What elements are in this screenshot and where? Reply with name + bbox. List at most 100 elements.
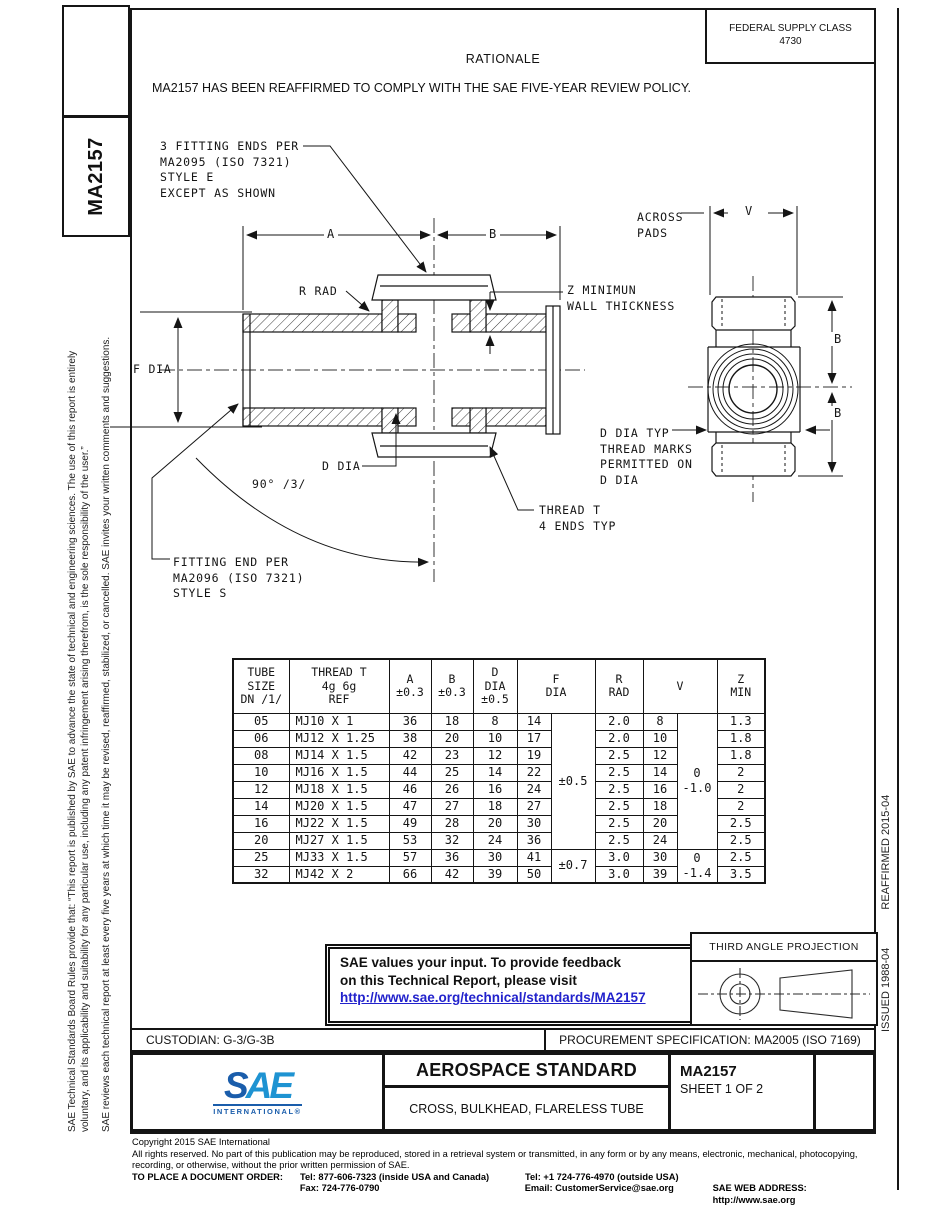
table-cell: 42	[430, 865, 474, 884]
table-cell: 19	[516, 746, 552, 765]
table-header: Z MIN	[716, 658, 766, 714]
table-cell: 0 -1.4	[676, 848, 718, 884]
table-cell: 12	[232, 780, 290, 799]
table-cell: 14	[232, 797, 290, 816]
issued-reaffirmed: ISSUED 1988-04REAFFIRMED 2015-04	[880, 692, 892, 1032]
sidebar-notice-1: SAE Technical Standards Board Rules prov…	[67, 350, 91, 1132]
label-angle-90: 90° /3/	[252, 477, 307, 491]
table-cell: 66	[388, 865, 432, 884]
rationale-title: RATIONALE	[465, 52, 541, 66]
table-cell: 0 -1.0	[676, 712, 718, 850]
table-cell: 05	[232, 712, 290, 731]
table-cell: 24	[516, 780, 552, 799]
table-cell: MJ42 X 2	[288, 865, 390, 884]
doc-number: MA2157	[680, 1063, 737, 1080]
feedback-line-2: on this Technical Report, please visit	[340, 972, 577, 988]
web-address: SAE WEB ADDRESS: http://www.sae.org	[712, 1183, 807, 1205]
note-fitting-end-s: FITTING END PER MA2096 (ISO 7321) STYLE …	[173, 555, 305, 600]
table-cell: MJ18 X 1.5	[288, 780, 390, 799]
copyright-block: Copyright 2015 SAE International All rig…	[132, 1137, 892, 1207]
table-cell: 2.5	[716, 831, 766, 850]
table-cell: 2.5	[716, 814, 766, 833]
copyright-line-1: Copyright 2015 SAE International	[132, 1137, 270, 1147]
table-cell: 30	[516, 814, 552, 833]
label-across-pads: ACROSS PADS	[637, 210, 684, 240]
table-header: THREAD T 4g 6g REF	[288, 658, 390, 714]
custodian-row: CUSTODIAN: G-3/G-3B PROCUREMENT SPECIFIC…	[130, 1028, 876, 1052]
table-cell: 10	[472, 729, 518, 748]
table-cell: 06	[232, 729, 290, 748]
sheet-number: SHEET 1 OF 2	[680, 1082, 764, 1096]
table-cell: 2.5	[594, 763, 644, 782]
table-cell: 22	[516, 763, 552, 782]
rationale-text: MA2157 HAS BEEN REAFFIRMED TO COMPLY WIT…	[152, 81, 692, 95]
feedback-link[interactable]: http://www.sae.org/technical/standards/M…	[340, 990, 646, 1005]
table-cell: 12	[472, 746, 518, 765]
table-cell: 28	[430, 814, 474, 833]
custodian: CUSTODIAN: G-3/G-3B	[132, 1030, 546, 1050]
table-cell: 2	[716, 797, 766, 816]
table-cell: MJ20 X 1.5	[288, 797, 390, 816]
table-cell: MJ27 X 1.5	[288, 831, 390, 850]
table-cell: 2.5	[716, 848, 766, 867]
table-cell: 47	[388, 797, 432, 816]
table-header: F DIA	[516, 658, 596, 714]
title-block: SAE INTERNATIONAL® AEROSPACE STANDARD CR…	[130, 1052, 876, 1132]
label-f-dia: F DIA	[133, 362, 172, 376]
table-cell: 25	[232, 848, 290, 867]
table-cell: 17	[516, 729, 552, 748]
label-thread-t: THREAD T 4 ENDS TYP	[539, 503, 617, 533]
document-title: CROSS, BULKHEAD, FLARELESS TUBE	[409, 1101, 644, 1116]
table-cell: 16	[642, 780, 678, 799]
table-header: TUBE SIZE DN /1/	[232, 658, 290, 714]
table-header: R RAD	[594, 658, 644, 714]
tel-outside: Tel: +1 724-776-4970 (outside USA)	[525, 1171, 679, 1182]
table-cell: 23	[430, 746, 474, 765]
table-cell: 20	[472, 814, 518, 833]
copyright-line-2: All rights reserved. No part of this pub…	[132, 1148, 858, 1159]
table-cell: 30	[642, 848, 678, 867]
table-cell: 18	[430, 712, 474, 731]
federal-supply-class-code: 4730	[779, 36, 802, 47]
table-cell: 14	[472, 763, 518, 782]
procurement-specification: PROCUREMENT SPECIFICATION: MA2005 (ISO 7…	[559, 1033, 861, 1047]
table-cell: 27	[516, 797, 552, 816]
table-cell: 50	[516, 865, 552, 884]
table-cell: MJ12 X 1.25	[288, 729, 390, 748]
reaffirmed-date: REAFFIRMED 2015-04	[880, 794, 892, 910]
table-cell: 12	[642, 746, 678, 765]
table-cell: 26	[430, 780, 474, 799]
table-cell: 2	[716, 780, 766, 799]
table-cell: 10	[642, 729, 678, 748]
table-cell: 14	[516, 712, 552, 731]
table-cell: 44	[388, 763, 432, 782]
table-cell: 20	[430, 729, 474, 748]
table-cell: 2.5	[594, 831, 644, 850]
table-header: B ±0.3	[430, 658, 474, 714]
label-r-rad: R RAD	[299, 284, 338, 298]
table-cell: 1.8	[716, 729, 766, 748]
table-cell: 20	[642, 814, 678, 833]
table-cell: 2.5	[594, 814, 644, 833]
dim-a: A	[324, 227, 339, 241]
table-cell: 57	[388, 848, 432, 867]
table-cell: ±0.5	[550, 712, 596, 850]
table-cell: 20	[232, 831, 290, 850]
technical-drawing	[110, 145, 852, 582]
table-cell: 49	[388, 814, 432, 833]
third-angle-projection-title: THIRD ANGLE PROJECTION	[692, 934, 876, 962]
table-cell: MJ33 X 1.5	[288, 848, 390, 867]
table-cell: 25	[430, 763, 474, 782]
table-cell: 14	[642, 763, 678, 782]
title-block-end-cell	[816, 1055, 873, 1129]
table-cell: MJ16 X 1.5	[288, 763, 390, 782]
table-cell: 24	[642, 831, 678, 850]
dim-b-lower: B	[831, 406, 846, 420]
feedback-box: SAE values your input. To provide feedba…	[325, 944, 701, 1026]
right-edge-outer-line	[897, 8, 899, 1190]
table-cell: MJ14 X 1.5	[288, 746, 390, 765]
